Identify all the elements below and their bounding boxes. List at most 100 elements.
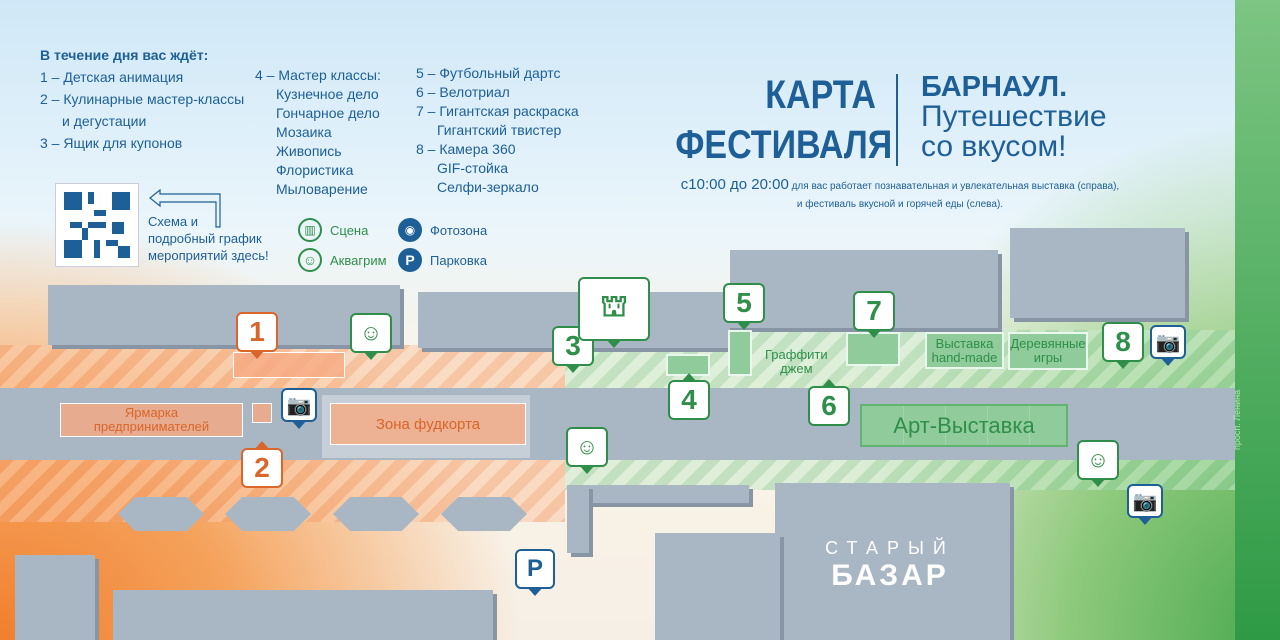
bazaar-line: СТАРЫЙ bbox=[825, 538, 955, 558]
camera-icon: 📷 bbox=[1132, 490, 1158, 513]
building bbox=[567, 485, 589, 553]
building bbox=[48, 285, 400, 345]
building bbox=[567, 485, 749, 503]
stage-icon: ▥ bbox=[298, 218, 322, 242]
face-paint-marker[interactable]: ☺ bbox=[1077, 440, 1119, 487]
marker-7[interactable]: 7 bbox=[853, 291, 895, 338]
building bbox=[655, 533, 780, 640]
hours-desc: и фестиваль вкусной и горячей еды (слева… bbox=[796, 199, 1004, 210]
photozone-marker[interactable]: 📷 bbox=[1150, 325, 1186, 366]
face-paint-icon: ☺ bbox=[1086, 447, 1110, 472]
program-item: 2 – Кулинарные мастер-классы bbox=[40, 91, 245, 107]
program-item: и дегустации bbox=[62, 113, 147, 129]
face-paint-icon: ☺ bbox=[359, 320, 383, 345]
program-col3: 5 – Футбольный дартс 6 – Велотриал 7 – Г… bbox=[416, 64, 579, 197]
marker-5[interactable]: 5 bbox=[723, 283, 765, 330]
face-paint-icon: ☺ bbox=[298, 248, 322, 272]
program-col2: 4 – Мастер классы: Кузнечное дело Гончар… bbox=[255, 66, 381, 199]
legend-stage: ▥ Сцена bbox=[298, 218, 368, 242]
program-item: 3 – Ящик для купонов bbox=[40, 135, 183, 151]
zone-5-area bbox=[728, 330, 752, 376]
qr-caption-line: Схема и bbox=[148, 214, 199, 229]
building bbox=[113, 590, 493, 640]
parking-marker[interactable]: P bbox=[515, 549, 555, 596]
marker-8[interactable]: 8 bbox=[1102, 322, 1144, 369]
face-paint-marker[interactable]: ☺ bbox=[566, 427, 608, 474]
photozone-marker[interactable]: 📷 bbox=[281, 388, 317, 429]
zone-label: Выставка bbox=[935, 335, 994, 351]
face-paint-icon: ☺ bbox=[575, 434, 599, 459]
face-paint-marker[interactable]: ☺ bbox=[350, 313, 392, 360]
hours: с10:00 до 20:00 bbox=[680, 176, 789, 193]
bazaar-line: БАЗАР bbox=[831, 559, 949, 592]
marker-1[interactable]: 1 bbox=[236, 312, 278, 359]
legend-label: Сцена bbox=[330, 222, 369, 238]
hours-desc: для вас работает познавательная и увлека… bbox=[791, 181, 1120, 192]
qr-caption: Схема и подробный график мероприятий зде… bbox=[148, 213, 269, 264]
program-item: Селфи-зеркало bbox=[437, 179, 539, 195]
parking-icon: P bbox=[398, 248, 422, 272]
legend-label: Фотозона bbox=[430, 222, 488, 238]
legend-label: Аквагрим bbox=[330, 252, 387, 268]
pavilion bbox=[118, 497, 204, 531]
slogan-line: Путешествие bbox=[921, 100, 1107, 133]
street-label: просп. Ленина bbox=[1232, 389, 1242, 451]
festival-title: КАРТА ФЕСТИВАЛЯ bbox=[675, 70, 893, 170]
camera-icon: ◉ bbox=[398, 218, 422, 242]
legend-label: Парковка bbox=[430, 252, 487, 268]
program-item: 7 – Гигантская раскраска bbox=[416, 103, 579, 119]
program-item: 1 – Детская анимация bbox=[40, 69, 184, 85]
program-item: Флористика bbox=[276, 162, 354, 178]
marker-2[interactable]: 2 bbox=[241, 441, 283, 488]
program-item: GIF-стойка bbox=[437, 160, 509, 176]
program-item: 6 – Велотриал bbox=[416, 84, 510, 100]
hours-info: с10:00 до 20:00 для вас работает познава… bbox=[660, 176, 1140, 214]
zone-2-area bbox=[252, 403, 272, 423]
street-strip bbox=[1235, 0, 1280, 640]
zone-label: Ярмарка bbox=[124, 405, 179, 420]
program-col1: В течение дня вас ждёт: 1 – Детская аним… bbox=[40, 44, 244, 154]
program-item: Мыловарение bbox=[276, 181, 368, 197]
program-item: Кузнечное дело bbox=[276, 86, 379, 102]
program-item: Гигантский твистер bbox=[437, 122, 562, 138]
building bbox=[15, 555, 95, 640]
zone-label: джем bbox=[780, 361, 813, 376]
art-exhibition[interactable]: Арт-Выставка bbox=[860, 404, 1068, 447]
marker-4[interactable]: 4 bbox=[668, 373, 710, 420]
pavilion bbox=[441, 497, 527, 531]
brand-name: БАРНАУЛ. bbox=[921, 71, 1068, 103]
zone-label: игры bbox=[1033, 350, 1063, 365]
zone-label: Граффити bbox=[765, 347, 828, 362]
slogan-line: со вкусом! bbox=[921, 130, 1067, 163]
legend-parking: P Парковка bbox=[398, 248, 487, 272]
camera-icon: 📷 bbox=[286, 394, 312, 417]
stage-icon: ⛫ bbox=[600, 290, 628, 323]
brand-block: БАРНАУЛ. Путешествие со вкусом! bbox=[921, 72, 1107, 162]
zone-label: hand-made bbox=[931, 349, 998, 365]
qr-code[interactable] bbox=[55, 183, 139, 267]
legend-photozone: ◉ Фотозона bbox=[398, 218, 487, 242]
title-divider bbox=[896, 74, 898, 166]
title-line: ФЕСТИВАЛЯ bbox=[675, 123, 893, 167]
old-bazaar-logo: СТАРЫЙ БАЗАР bbox=[800, 538, 980, 593]
stage-marker[interactable]: ⛫ bbox=[578, 277, 650, 348]
photozone-marker[interactable]: 📷 bbox=[1127, 484, 1163, 525]
zone-label: предпринимателей bbox=[93, 419, 210, 434]
pavilion bbox=[225, 497, 311, 531]
program-heading: В течение дня вас ждёт: bbox=[40, 47, 209, 63]
program-item: Гончарное дело bbox=[276, 105, 380, 121]
building bbox=[1010, 228, 1185, 318]
marker-6[interactable]: 6 bbox=[808, 379, 850, 426]
camera-icon: 📷 bbox=[1155, 331, 1181, 354]
qr-caption-line: мероприятий здесь! bbox=[148, 248, 269, 263]
building-old-bazaar bbox=[775, 483, 1010, 640]
food-court[interactable]: Зона фудкорта bbox=[330, 403, 526, 445]
program-item: 8 – Камера 360 bbox=[416, 141, 516, 157]
qr-code-icon bbox=[64, 192, 130, 258]
marker-3[interactable]: 3 bbox=[552, 326, 594, 373]
program-item: 5 – Футбольный дартс bbox=[416, 65, 561, 81]
